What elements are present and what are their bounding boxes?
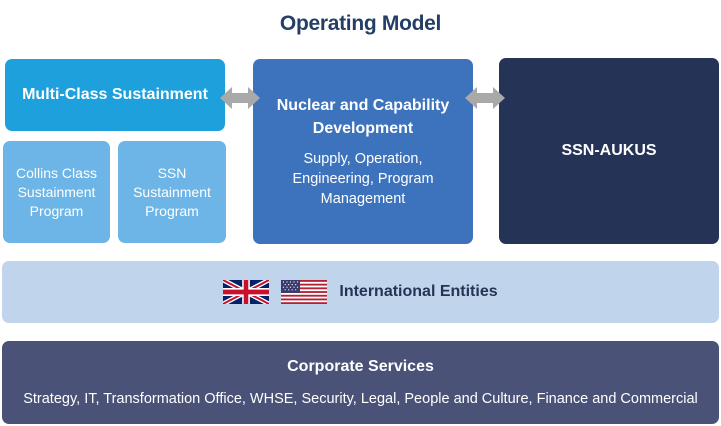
nuclear-capability-body: Supply, Operation, Engineering, Program … xyxy=(292,151,434,207)
corporate-services-list: Strategy, IT, Transformation Office, WHS… xyxy=(23,391,698,407)
double-arrow-icon xyxy=(465,87,505,109)
uk-flag-icon xyxy=(223,280,270,304)
ssn-sustainment-program-label: SSN Sustainment Program xyxy=(133,164,211,219)
multi-class-sustainment-box: Multi-Class Sustainment xyxy=(5,59,225,131)
double-arrow-icon xyxy=(220,87,260,109)
nuclear-capability-heading: Nuclear and Capability Development xyxy=(276,97,450,137)
ssn-sustainment-program-box: SSN Sustainment Program xyxy=(118,141,226,243)
corporate-services-bar: Corporate Services Strategy, IT, Transfo… xyxy=(2,341,719,424)
multi-class-sustainment-label: Multi-Class Sustainment xyxy=(22,86,208,103)
collins-class-program-label: Collins Class Sustainment Program xyxy=(16,164,97,219)
ssn-aukus-box: SSN-AUKUS xyxy=(499,58,719,244)
ssn-aukus-label: SSN-AUKUS xyxy=(561,142,657,159)
international-entities-bar: International Entities xyxy=(2,261,719,323)
us-flag-icon xyxy=(281,280,328,304)
collins-class-program-box: Collins Class Sustainment Program xyxy=(3,141,110,243)
diagram-title: Operating Model xyxy=(279,12,442,35)
corporate-services-heading: Corporate Services xyxy=(287,358,434,375)
international-entities-label: International Entities xyxy=(339,283,498,300)
nuclear-capability-box: Nuclear and Capability Development Suppl… xyxy=(253,59,473,244)
